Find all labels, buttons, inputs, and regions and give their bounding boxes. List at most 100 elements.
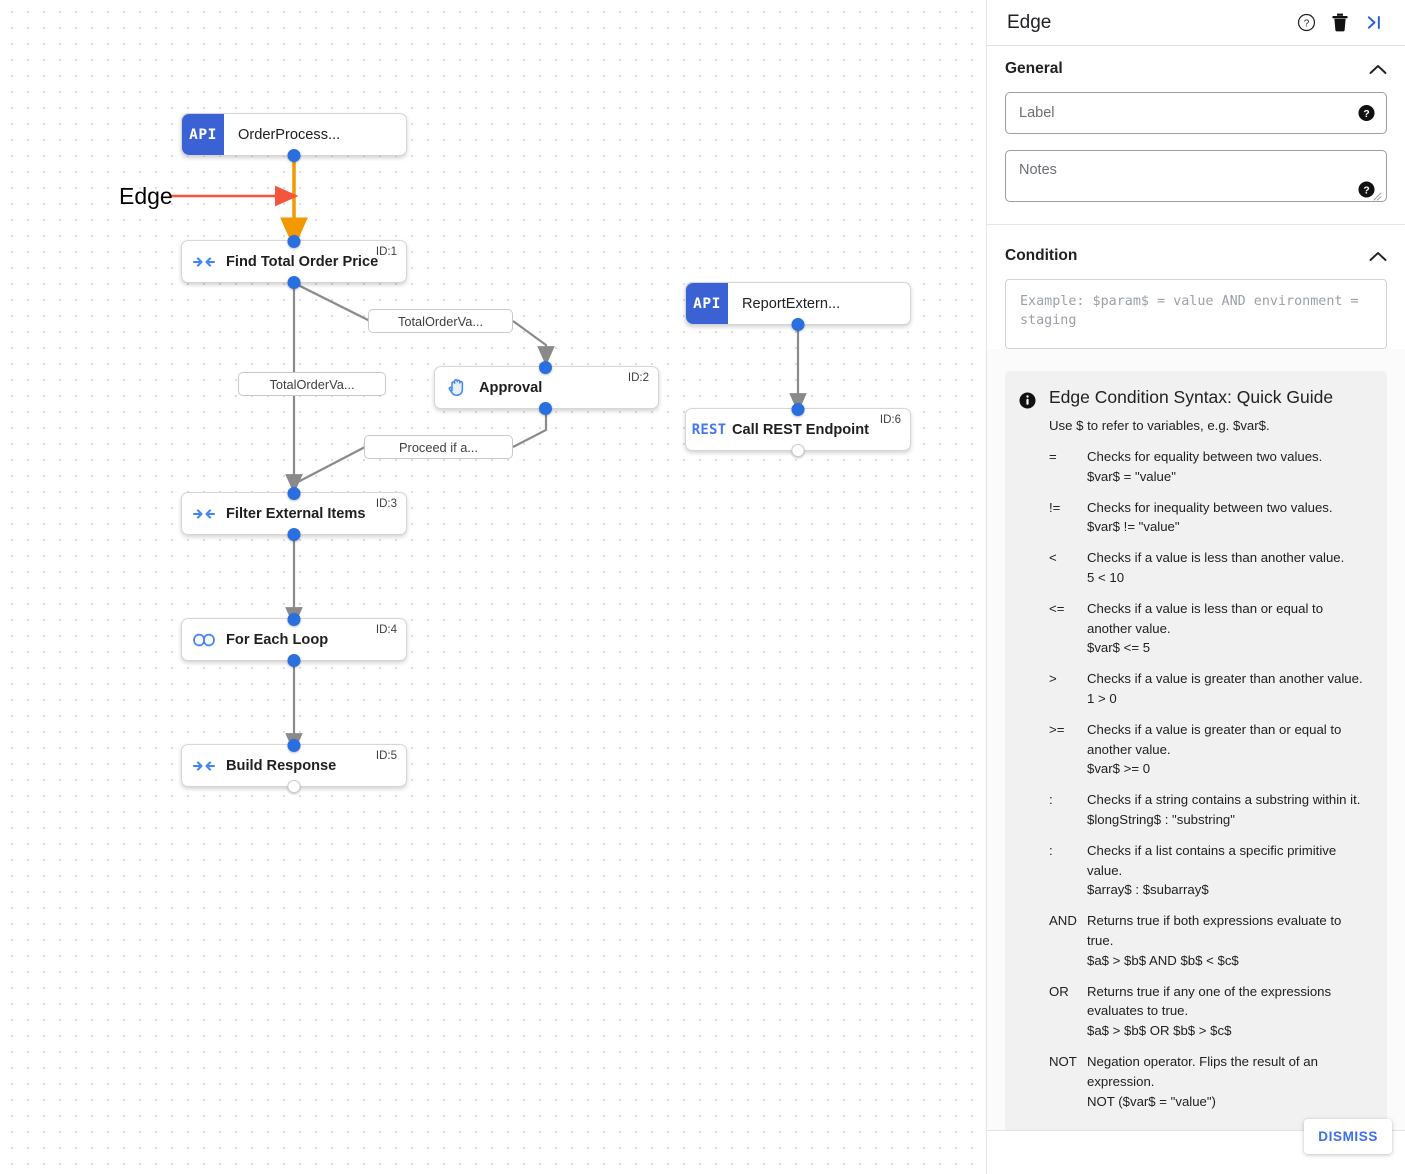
operator-symbol: <= bbox=[1049, 600, 1065, 616]
edge-annotation-label: Edge bbox=[119, 183, 173, 209]
chevron-up-icon[interactable] bbox=[1369, 64, 1387, 75]
operator-symbol: NOT bbox=[1049, 1053, 1077, 1069]
operator-symbol: : bbox=[1049, 792, 1053, 808]
svg-text:?: ? bbox=[1303, 18, 1309, 29]
node-output-port[interactable] bbox=[287, 275, 301, 289]
node-find-total-order-price[interactable]: Find Total Order Price ID:1 bbox=[181, 234, 407, 289]
section-general-header[interactable]: General bbox=[1005, 60, 1387, 78]
node-id-label: ID:2 bbox=[627, 372, 649, 384]
node-title: Build Response bbox=[226, 757, 337, 774]
help-icon[interactable]: ? bbox=[1291, 8, 1321, 38]
operator-description: Returns true if both expressions evaluat… bbox=[1087, 913, 1342, 948]
notes-input[interactable] bbox=[1006, 151, 1386, 201]
operator-row: : Checks if a string contains a substring… bbox=[1049, 790, 1371, 830]
operator-row: = Checks for equality between two values.… bbox=[1049, 447, 1371, 487]
node-id-label: ID:3 bbox=[375, 498, 397, 510]
node-for-each-loop[interactable]: For Each Loop ID:4 bbox=[181, 612, 407, 667]
node-filter-external-items[interactable]: Filter External Items ID:3 bbox=[181, 486, 407, 541]
node-title: Filter External Items bbox=[226, 505, 366, 522]
label-field-wrapper[interactable]: ? bbox=[1005, 92, 1387, 134]
section-title: Condition bbox=[1005, 247, 1078, 264]
node-input-port[interactable] bbox=[287, 486, 301, 500]
merge-arrows-icon bbox=[182, 758, 226, 774]
node-output-port[interactable] bbox=[287, 527, 301, 541]
section-condition-header[interactable]: Condition bbox=[1005, 247, 1387, 265]
operator-description: Checks for equality between two values. bbox=[1087, 449, 1323, 465]
operator-symbol: = bbox=[1049, 449, 1057, 465]
label-help-icon[interactable]: ? bbox=[1358, 104, 1375, 122]
operator-description: Checks if a string contains a substring … bbox=[1087, 792, 1361, 808]
node-output-port[interactable] bbox=[539, 401, 552, 415]
collapse-panel-icon[interactable] bbox=[1359, 8, 1389, 38]
chevron-up-icon[interactable] bbox=[1369, 251, 1387, 262]
node-input-port[interactable] bbox=[287, 738, 301, 752]
info-icon bbox=[1019, 387, 1049, 1122]
edge-connections-layer bbox=[171, 156, 807, 753]
panel-scroll-area[interactable]: General ? bbox=[987, 46, 1405, 1174]
operator-example: $var$ >= 0 bbox=[1087, 761, 1151, 777]
section-general: General ? bbox=[987, 46, 1405, 225]
svg-text:?: ? bbox=[1363, 109, 1369, 120]
operator-example: $var$ <= 5 bbox=[1087, 640, 1151, 656]
condition-syntax-guide: Edge Condition Syntax: Quick Guide Use $… bbox=[1005, 371, 1387, 1139]
api-badge-icon: API bbox=[182, 114, 224, 155]
edge-properties-panel: Edge ? bbox=[986, 0, 1405, 1174]
edge-label[interactable]: Proceed if a... bbox=[364, 435, 513, 459]
operator-example: NOT ($var$ = "value") bbox=[1087, 1093, 1216, 1109]
operator-row: :Checks if a list contains a specific pr… bbox=[1049, 841, 1371, 900]
infinity-icon bbox=[182, 633, 226, 647]
node-call-rest-endpoint[interactable]: REST Call REST Endpoint ID:6 bbox=[685, 402, 911, 457]
operator-symbol: >= bbox=[1049, 721, 1065, 737]
operator-row: >= Checks if a value is greater than or e… bbox=[1049, 720, 1371, 779]
node-output-port[interactable] bbox=[287, 653, 301, 667]
section-title: General bbox=[1005, 60, 1063, 77]
workflow-canvas[interactable]: Edge API OrderProcess... Find Total Orde… bbox=[0, 0, 986, 1174]
operator-description: Checks if a value is greater than or equ… bbox=[1087, 721, 1342, 757]
operator-symbol: != bbox=[1049, 499, 1061, 515]
node-output-port[interactable] bbox=[287, 779, 301, 793]
operator-row: <= Checks if a value is less than or equa… bbox=[1049, 599, 1371, 658]
node-report-external[interactable]: API ReportExtern... bbox=[685, 282, 911, 331]
page-title: Edge bbox=[1007, 11, 1052, 33]
node-output-port[interactable] bbox=[791, 317, 805, 331]
guide-title: Edge Condition Syntax: Quick Guide bbox=[1049, 387, 1334, 408]
operator-example: $a$ > $b$ AND $b$ < $c$ bbox=[1087, 952, 1239, 968]
notes-field-wrapper[interactable]: ? bbox=[1005, 150, 1387, 202]
operator-description: Checks for inequality between two values… bbox=[1087, 499, 1333, 515]
operator-symbol: OR bbox=[1049, 983, 1069, 999]
operator-description: Checks if a value is greater than anothe… bbox=[1087, 671, 1363, 687]
condition-input[interactable]: Example: $param$ = value AND environment… bbox=[1005, 279, 1387, 350]
guide-subtitle: Use $ to refer to variables, e.g. $var$. bbox=[1049, 418, 1270, 434]
node-input-port[interactable] bbox=[287, 234, 301, 248]
node-title: Call REST Endpoint bbox=[732, 421, 870, 438]
operator-example: 1 > 0 bbox=[1087, 691, 1117, 707]
notes-help-icon[interactable]: ? bbox=[1358, 181, 1375, 198]
operator-row: AND Returns true if both expressions eval… bbox=[1049, 911, 1371, 970]
edge-label[interactable]: TotalOrderVa... bbox=[238, 372, 386, 396]
node-title: ReportExtern... bbox=[742, 295, 841, 312]
operator-example: $var$ != "value" bbox=[1087, 519, 1180, 535]
label-input[interactable] bbox=[1006, 93, 1386, 133]
node-input-port[interactable] bbox=[539, 360, 552, 374]
operator-symbol: AND bbox=[1049, 913, 1077, 929]
node-input-port[interactable] bbox=[791, 402, 805, 416]
operator-description: Negation operator. Flips the result of a… bbox=[1087, 1053, 1318, 1089]
operator-description: Checks if a list contains a specific pri… bbox=[1087, 842, 1337, 878]
node-output-port[interactable] bbox=[287, 148, 301, 162]
operator-example: 5 < 10 bbox=[1087, 570, 1125, 586]
hand-icon bbox=[435, 377, 479, 398]
operator-row: <Checks if a value is less than another … bbox=[1049, 548, 1371, 588]
panel-header: Edge ? bbox=[987, 0, 1405, 46]
node-output-port[interactable] bbox=[791, 443, 805, 457]
dismiss-button[interactable]: DISMISS bbox=[1304, 1119, 1392, 1154]
node-approval[interactable]: Approval ID:2 bbox=[434, 360, 659, 415]
node-order-process[interactable]: API OrderProcess... bbox=[181, 113, 407, 162]
node-title: Approval bbox=[479, 379, 543, 396]
merge-arrows-icon bbox=[182, 254, 226, 270]
operator-description: Checks if a value is less than or equal … bbox=[1087, 600, 1324, 636]
edge-label[interactable]: TotalOrderVa... bbox=[368, 309, 513, 333]
node-input-port[interactable] bbox=[287, 612, 301, 626]
node-build-response[interactable]: Build Response ID:5 bbox=[181, 738, 407, 793]
delete-icon[interactable] bbox=[1325, 8, 1355, 38]
